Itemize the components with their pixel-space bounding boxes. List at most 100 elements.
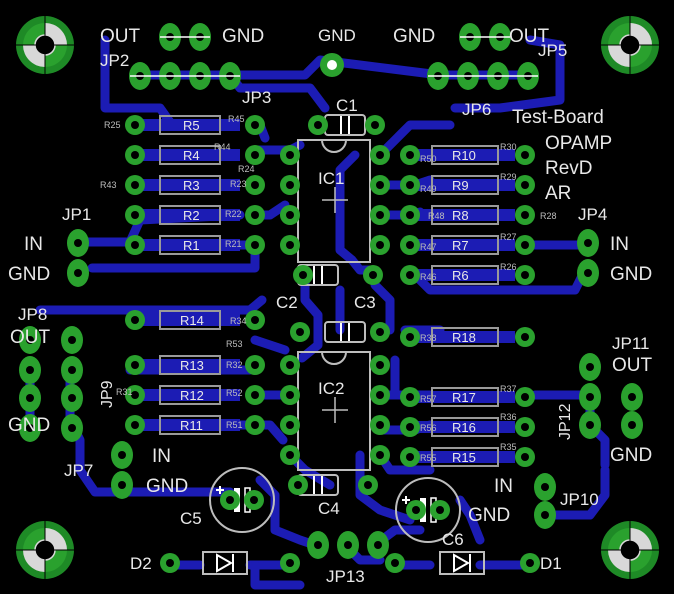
title-line-2: OPAMP [545, 133, 612, 154]
label-jp12: JP12 [557, 403, 574, 440]
label-jp10: JP10 [560, 490, 599, 509]
ic1 [280, 139, 390, 263]
label-r30: R30 [500, 142, 517, 152]
label-jp8: JP8 [18, 305, 47, 324]
label-in-jp10: IN [494, 476, 513, 497]
label-r48: R48 [428, 211, 445, 221]
label-r21: R21 [225, 239, 242, 249]
label-r50: R50 [420, 154, 437, 164]
label-r27: R27 [500, 232, 517, 242]
title-line-3: RevD [545, 158, 593, 179]
title-line-4: AR [545, 183, 571, 204]
resistors-left [125, 115, 265, 435]
label-gnd-jp4: GND [610, 264, 652, 285]
label-gnd-b: GND [393, 26, 435, 47]
label-jp5: JP5 [538, 41, 567, 60]
title-line-1: Test-Board [512, 107, 604, 128]
label-ic2: IC2 [318, 379, 344, 398]
label-out-jp8: OUT [10, 327, 51, 348]
label-r56: R56 [420, 423, 437, 433]
label-in-jp7: IN [152, 446, 171, 467]
electrolytic-capacitors [209, 467, 461, 543]
label-gnd-a: GND [222, 26, 264, 47]
label-r23: R23 [230, 179, 247, 189]
label-r25: R25 [104, 120, 121, 130]
label-r3: R3 [183, 178, 200, 193]
label-in-jp1: IN [24, 234, 43, 255]
label-gnd-jp1: GND [8, 264, 50, 285]
label-r38: R38 [420, 333, 437, 343]
label-out-a: OUT [100, 26, 141, 47]
label-r22: R22 [225, 209, 242, 219]
label-r45: R45 [228, 114, 245, 124]
ic2 [280, 351, 390, 471]
label-r49: R49 [420, 184, 437, 194]
label-c1: C1 [336, 96, 358, 115]
label-r1: R1 [183, 238, 200, 253]
label-jp13: JP13 [326, 567, 365, 586]
label-r13: R13 [180, 358, 204, 373]
label-r12: R12 [180, 388, 204, 403]
label-c4: C4 [318, 499, 340, 518]
label-r34: R34 [230, 316, 247, 326]
label-r46: R46 [420, 272, 437, 282]
label-r11: R11 [180, 418, 203, 433]
label-r55: R55 [420, 453, 437, 463]
label-r52: R52 [226, 388, 243, 398]
label-r14: R14 [180, 313, 204, 328]
label-c2: C2 [276, 293, 298, 312]
label-r24: R24 [238, 164, 255, 174]
label-r8: R8 [452, 208, 469, 223]
label-r26: R26 [500, 262, 517, 272]
label-r6: R6 [452, 268, 469, 283]
label-r7: R7 [452, 238, 469, 253]
label-ic1: IC1 [318, 169, 344, 188]
label-r16: R16 [452, 420, 476, 435]
label-r35: R35 [500, 442, 517, 452]
resistors-right [400, 145, 535, 467]
label-c5: C5 [180, 509, 202, 528]
label-r17: R17 [452, 390, 476, 405]
label-jp2: JP2 [100, 51, 129, 70]
label-r28: R28 [540, 211, 557, 221]
label-r29: R29 [500, 172, 517, 182]
label-jp11: JP11 [612, 334, 650, 353]
label-r31: R31 [116, 387, 133, 397]
label-gnd-top: GND [318, 26, 356, 45]
label-gnd-jp11: GND [610, 445, 652, 466]
silkscreen-labels: OUT GND JP2 JP3 GND GND OUT JP5 JP6 Test… [8, 26, 653, 586]
label-r18: R18 [452, 330, 476, 345]
label-jp7: JP7 [64, 461, 93, 480]
headers [19, 23, 643, 559]
ceramic-capacitors [288, 114, 390, 496]
label-r32: R32 [226, 360, 243, 370]
label-r15: R15 [452, 450, 476, 465]
diodes [160, 551, 540, 575]
label-c6: C6 [442, 530, 464, 549]
label-d2: D2 [130, 554, 152, 573]
label-in-jp4: IN [610, 234, 629, 255]
label-r2: R2 [183, 208, 200, 223]
label-r44: R44 [214, 142, 231, 152]
label-r43: R43 [100, 180, 117, 190]
label-r4: R4 [183, 148, 200, 163]
label-out-b: OUT [509, 26, 550, 47]
label-d1: D1 [540, 554, 562, 573]
label-r51: R51 [226, 420, 243, 430]
label-gnd-jp7: GND [146, 476, 188, 497]
label-gnd-jp8: GND [8, 415, 50, 436]
label-r47: R47 [420, 242, 437, 252]
label-r5: R5 [183, 118, 200, 133]
label-jp9: JP9 [99, 380, 116, 408]
label-r37: R37 [500, 384, 517, 394]
label-jp1: JP1 [62, 205, 91, 224]
label-gnd-jp10: GND [468, 505, 510, 526]
label-c3: C3 [354, 293, 376, 312]
label-r36: R36 [500, 412, 517, 422]
label-r10: R10 [452, 148, 476, 163]
label-out-jp11: OUT [612, 355, 653, 376]
label-jp4: JP4 [578, 205, 607, 224]
label-jp6: JP6 [462, 100, 491, 119]
